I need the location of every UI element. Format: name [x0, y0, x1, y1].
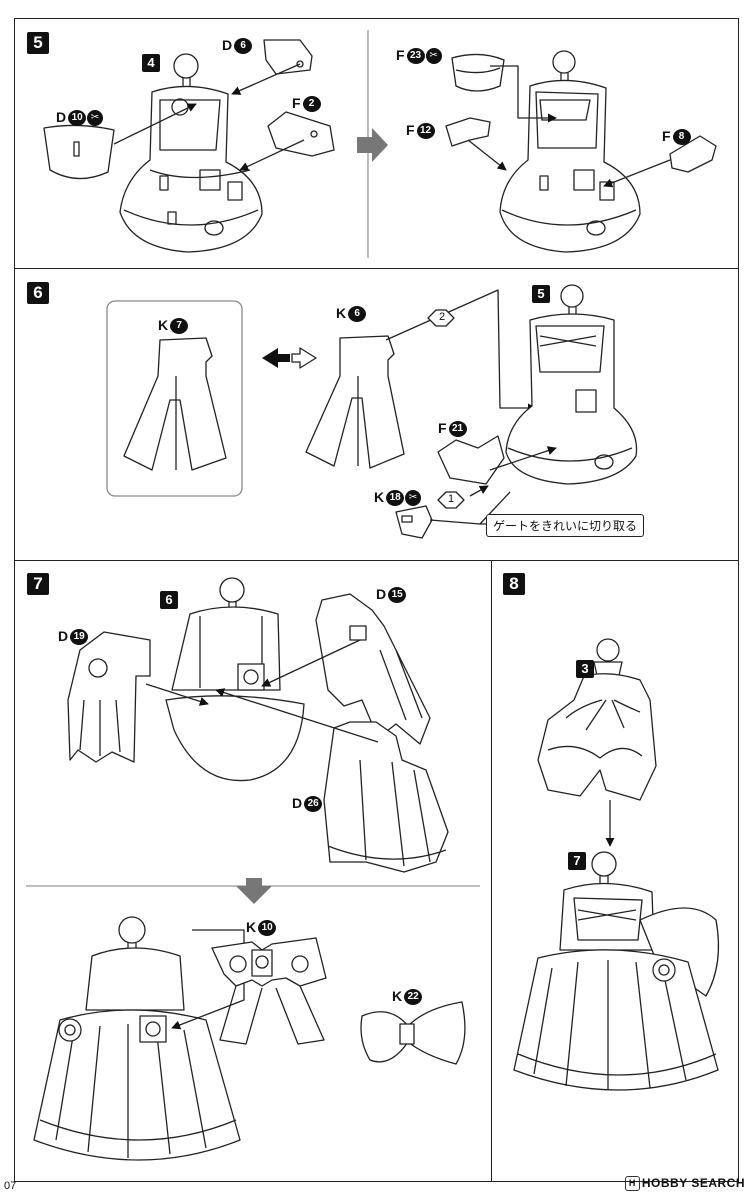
part-letter: F [438, 420, 447, 436]
cut-icon: ✂ [87, 110, 104, 127]
part-k22-shape [360, 1001, 466, 1065]
ref-step-7-badge: 7 [568, 852, 586, 870]
part-d15-shape [315, 593, 431, 745]
part-d26-shape [323, 721, 449, 873]
cut-icon: ✂ [425, 48, 442, 65]
part-number: 15 [388, 587, 407, 604]
part-letter: K [392, 988, 403, 1004]
torso-5-right [499, 50, 641, 253]
dress-7 [33, 916, 241, 1161]
part-number: 6 [234, 38, 253, 55]
part-letter: D [222, 37, 233, 53]
gate-cut-note: ゲートをきれいに切り取る [486, 514, 645, 537]
part-letter: F [292, 95, 301, 111]
part-number: 7 [170, 318, 189, 335]
part-number: 26 [304, 796, 323, 813]
part-number: 21 [448, 421, 467, 438]
step-7-badge: 7 [27, 573, 49, 595]
part-number: 12 [416, 123, 435, 140]
part-number: 6 [348, 306, 367, 323]
part-letter: D [292, 795, 303, 811]
cut-icon: ✂ [405, 490, 422, 507]
step-8-badge: 8 [503, 573, 525, 595]
part-k6-shape [305, 335, 405, 469]
logo-text: HOBBY SEARCH [641, 1176, 745, 1190]
part-number: 8 [672, 129, 691, 146]
part-letter: K [158, 317, 169, 333]
ref-step-5-badge: 5 [532, 285, 550, 303]
ref-step-6-badge: 6 [160, 591, 178, 609]
part-number: 23 [406, 48, 425, 65]
part-number: 19 [70, 629, 89, 646]
part-number: 18 [386, 490, 405, 507]
part-number: 10 [68, 110, 87, 127]
part-letter: D [56, 109, 67, 125]
part-letter: K [246, 919, 257, 935]
part-k10-shape [211, 937, 327, 1045]
part-letter: K [374, 489, 385, 505]
part-number: 2 [302, 96, 321, 113]
torso-7 [165, 577, 305, 782]
part-letter: F [406, 122, 415, 138]
part-number: 22 [404, 989, 423, 1006]
ref-step-3-badge: 3 [576, 660, 594, 678]
order-mark-2: 2 [438, 311, 446, 323]
part-letter: D [58, 628, 69, 644]
step-6-badge: 6 [27, 282, 49, 304]
part-letter: D [376, 586, 387, 602]
dress-8 [513, 851, 720, 1091]
page-number: 07 [4, 1180, 17, 1192]
logo-icon: H [624, 1176, 640, 1192]
part-number: 10 [258, 920, 277, 937]
ref-step-4-badge: 4 [142, 54, 160, 72]
part-letter: F [662, 128, 671, 144]
torso-6 [505, 284, 638, 485]
upper-body-8 [537, 638, 657, 801]
part-letter: K [336, 305, 347, 321]
torso-5-left [119, 53, 263, 253]
part-d19-shape [67, 631, 151, 763]
order-mark-1: 1 [447, 493, 455, 505]
part-letter: F [396, 47, 405, 63]
part-k7-shape [123, 337, 227, 471]
step-5-badge: 5 [27, 32, 49, 54]
